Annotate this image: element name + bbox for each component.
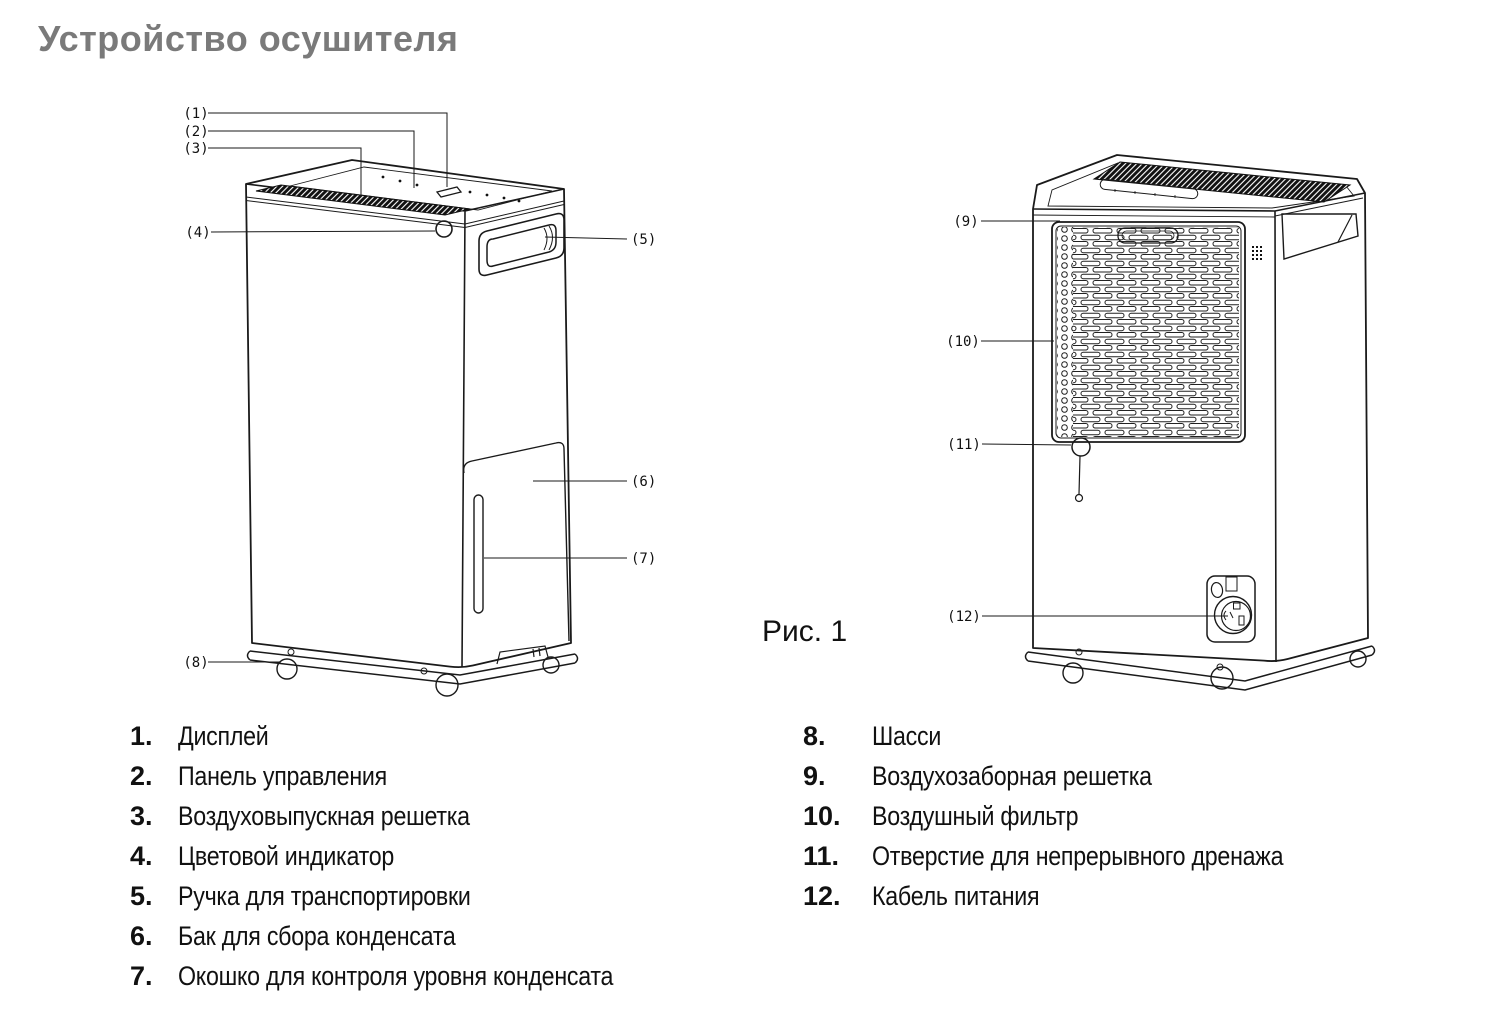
legend-item-6: 6. Бак для сбора конденсата bbox=[130, 916, 820, 956]
callout-2-label: (2) bbox=[183, 124, 208, 140]
callout-12-label: (12) bbox=[947, 609, 981, 625]
legend-number: 7. bbox=[130, 961, 153, 991]
callout-leader-2 bbox=[208, 130, 415, 188]
callout-7-label: (7) bbox=[631, 551, 656, 567]
legend-item-3: 3. Воздуховыпускная решетка bbox=[130, 796, 820, 836]
condensate-tank bbox=[462, 441, 570, 642]
legend-item-7: 7. Окошко для контроля уровня конденсата bbox=[130, 956, 820, 996]
legend-number: 2. bbox=[130, 761, 153, 791]
legend-label: Кабель питания bbox=[872, 881, 1040, 911]
legend-item-2: 2. Панель управления bbox=[130, 756, 820, 796]
callout-leader-5 bbox=[544, 236, 628, 240]
legend-label: Панель управления bbox=[178, 761, 387, 791]
legend-number: 5. bbox=[130, 881, 153, 911]
vent-dots-icon bbox=[1252, 246, 1262, 260]
caster-wheel bbox=[435, 673, 459, 697]
display bbox=[435, 186, 463, 198]
filter-handle-slot bbox=[1117, 227, 1179, 244]
legend-label: Воздуховыпускная решетка bbox=[178, 801, 470, 831]
legend-right-column: 8. Шасси 9. Воздухозаборная решетка 10. … bbox=[803, 716, 1493, 916]
caster-wheel bbox=[542, 656, 560, 674]
callout-11-label: (11) bbox=[947, 437, 981, 453]
air-outlet-grille-top bbox=[1092, 161, 1352, 203]
legend-number: 4. bbox=[130, 841, 153, 871]
top-face-edges bbox=[245, 183, 565, 668]
legend-number: 11. bbox=[803, 841, 840, 871]
device-body-outline bbox=[245, 159, 572, 669]
legend-label: Окошко для контроля уровня конденсата bbox=[178, 961, 614, 991]
legend-label: Ручка для транспортировки bbox=[178, 881, 471, 911]
legend-number: 9. bbox=[803, 761, 826, 791]
callout-leader-4 bbox=[210, 230, 436, 233]
legend-item-4: 4. Цветовой индикатор bbox=[130, 836, 820, 876]
callout-4-label: (4) bbox=[185, 225, 210, 241]
legend-number: 6. bbox=[130, 921, 153, 951]
dehumidifier-front-view bbox=[245, 159, 579, 697]
legend-label: Шасси bbox=[872, 721, 942, 751]
front-bevel-lines bbox=[245, 196, 565, 228]
callout-9-label: (9) bbox=[953, 214, 978, 230]
legend-label: Воздушный фильтр bbox=[872, 801, 1079, 831]
power-cable-bracket bbox=[1206, 575, 1256, 643]
callout-3-label: (3) bbox=[183, 141, 208, 157]
filter-rings-column bbox=[1057, 227, 1073, 437]
callout-5-label: (5) bbox=[631, 232, 656, 248]
legend-label: Дисплей bbox=[178, 721, 269, 751]
callout-leader-11 bbox=[981, 443, 1072, 446]
front-callout-labels: (1) (2) (3) (4) (5) (6) (7) (8) bbox=[183, 106, 656, 671]
legend-label: Цветовой индикатор bbox=[178, 841, 395, 871]
device-body-outline bbox=[1032, 154, 1369, 662]
drainage-hole bbox=[1071, 437, 1091, 503]
caster-wheel bbox=[1062, 662, 1084, 684]
legend-number: 12. bbox=[803, 881, 841, 911]
back-callout-leaders bbox=[981, 220, 1228, 617]
callout-8-label: (8) bbox=[183, 655, 208, 671]
legend-label: Бак для сбора конденсата bbox=[178, 921, 456, 951]
callout-leader-1 bbox=[208, 112, 448, 187]
legend-left-column: 1. Дисплей 2. Панель управления 3. Возду… bbox=[130, 716, 820, 996]
callout-1-label: (1) bbox=[183, 106, 208, 122]
color-indicator bbox=[435, 220, 453, 238]
legend-item-11: 11. Отверстие для непрерывного дренажа bbox=[803, 836, 1493, 876]
legend-number: 10. bbox=[803, 801, 841, 831]
front-callout-leaders bbox=[208, 112, 628, 663]
caster-wheel bbox=[276, 658, 298, 680]
callout-10-label: (10) bbox=[946, 334, 980, 350]
chassis-base bbox=[246, 645, 579, 697]
legend-item-8: 8. Шасси bbox=[803, 716, 1493, 756]
side-handle-cutout bbox=[1281, 213, 1359, 260]
legend-label: Отверстие для непрерывного дренажа bbox=[872, 841, 1284, 871]
back-callout-labels: (9) (10) (11) (12) bbox=[946, 214, 981, 625]
chassis-base bbox=[1024, 645, 1376, 691]
back-view-diagram: (9) (10) (11) (12) bbox=[946, 154, 1376, 691]
caster-wheel bbox=[1349, 650, 1367, 668]
legend-item-5: 5. Ручка для транспортировки bbox=[130, 876, 820, 916]
legend-item-1: 1. Дисплей bbox=[130, 716, 820, 756]
legend-number: 1. bbox=[130, 721, 153, 751]
air-outlet-grille bbox=[255, 184, 471, 216]
air-filter-grille bbox=[1051, 221, 1246, 443]
page-title: Устройство осушителя bbox=[38, 18, 459, 59]
water-level-window bbox=[473, 494, 484, 614]
top-recess-slot bbox=[1099, 178, 1199, 200]
figure-caption: Рис. 1 bbox=[762, 615, 848, 648]
legend-item-9: 9. Воздухозаборная решетка bbox=[803, 756, 1493, 796]
legend-number: 8. bbox=[803, 721, 826, 751]
legend-item-12: 12. Кабель питания bbox=[803, 876, 1493, 916]
filter-slots-area bbox=[1073, 227, 1239, 437]
control-panel-buttons bbox=[381, 175, 521, 203]
legend-number: 3. bbox=[130, 801, 153, 831]
carry-handle bbox=[478, 212, 565, 277]
power-plug bbox=[1213, 595, 1253, 635]
caster-wheel bbox=[1210, 666, 1234, 690]
front-view-diagram: (1) (2) (3) (4) (5) (6) (7) (8) bbox=[183, 106, 656, 697]
callout-leader-3 bbox=[208, 147, 362, 197]
legend-item-10: 10. Воздушный фильтр bbox=[803, 796, 1493, 836]
callout-6-label: (6) bbox=[631, 474, 656, 490]
dehumidifier-back-view bbox=[1024, 154, 1376, 691]
bevel-lines bbox=[1032, 197, 1364, 218]
legend-label: Воздухозаборная решетка bbox=[872, 761, 1152, 791]
